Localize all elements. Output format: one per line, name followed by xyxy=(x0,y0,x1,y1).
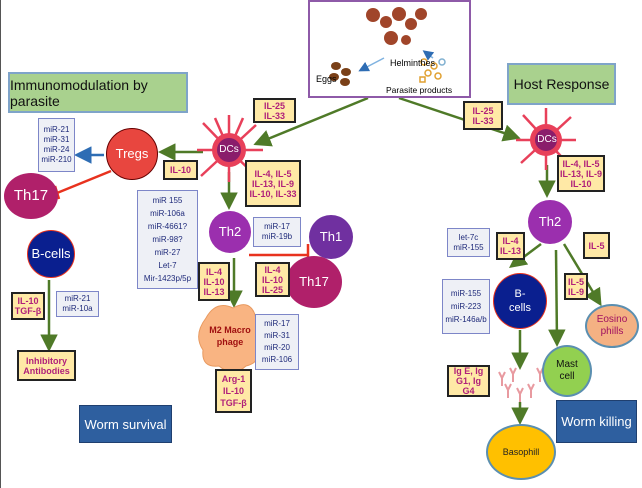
helminth-source-box: Helminthes Eggs Parasite products xyxy=(308,0,471,98)
helminth-worms-icon xyxy=(366,7,427,45)
eggs-label: Eggs xyxy=(316,74,337,84)
worm-survival-label: Worm survival xyxy=(79,405,172,443)
eggs-icon xyxy=(329,62,351,86)
tregs-cell: Tregs xyxy=(106,128,158,180)
helminthes-label: Helminthes xyxy=(390,58,436,68)
th17-left-cell: Th17 xyxy=(4,173,58,219)
host-response-title: Host Response xyxy=(507,63,616,105)
b-cells-left: B-cells xyxy=(27,230,75,278)
th1-cell: Th1 xyxy=(309,215,353,259)
th2-left-cell: Th2 xyxy=(209,211,251,253)
arrow-top-to-right-dcs xyxy=(398,96,521,142)
worm-killing-label: Worm killing xyxy=(556,400,637,443)
b-cells-right: B-cells xyxy=(493,273,547,329)
antibody-icons xyxy=(498,367,544,402)
left-dcs-cell: DCs xyxy=(219,144,239,155)
arrow-top-to-left-dcs xyxy=(253,96,369,147)
immunomodulation-title: Immunomodulation by parasite xyxy=(8,72,188,113)
basophil-cell: Basophill xyxy=(486,424,556,480)
inhibit-tregs-th17 xyxy=(56,169,112,195)
th2-right-cell: Th2 xyxy=(528,200,572,244)
arrow-th2-to-bcells xyxy=(509,243,542,268)
il5-box: IL-5 xyxy=(583,232,610,259)
arrow-th2-to-mast xyxy=(548,249,566,347)
th17-middle-cell: Th17 xyxy=(286,256,342,308)
parasite-products-icon xyxy=(419,58,446,83)
il10-box: IL-10 xyxy=(163,160,198,180)
right-dcs-cell: DCs xyxy=(537,134,557,145)
parasite-products-label: Parasite products xyxy=(386,85,453,95)
